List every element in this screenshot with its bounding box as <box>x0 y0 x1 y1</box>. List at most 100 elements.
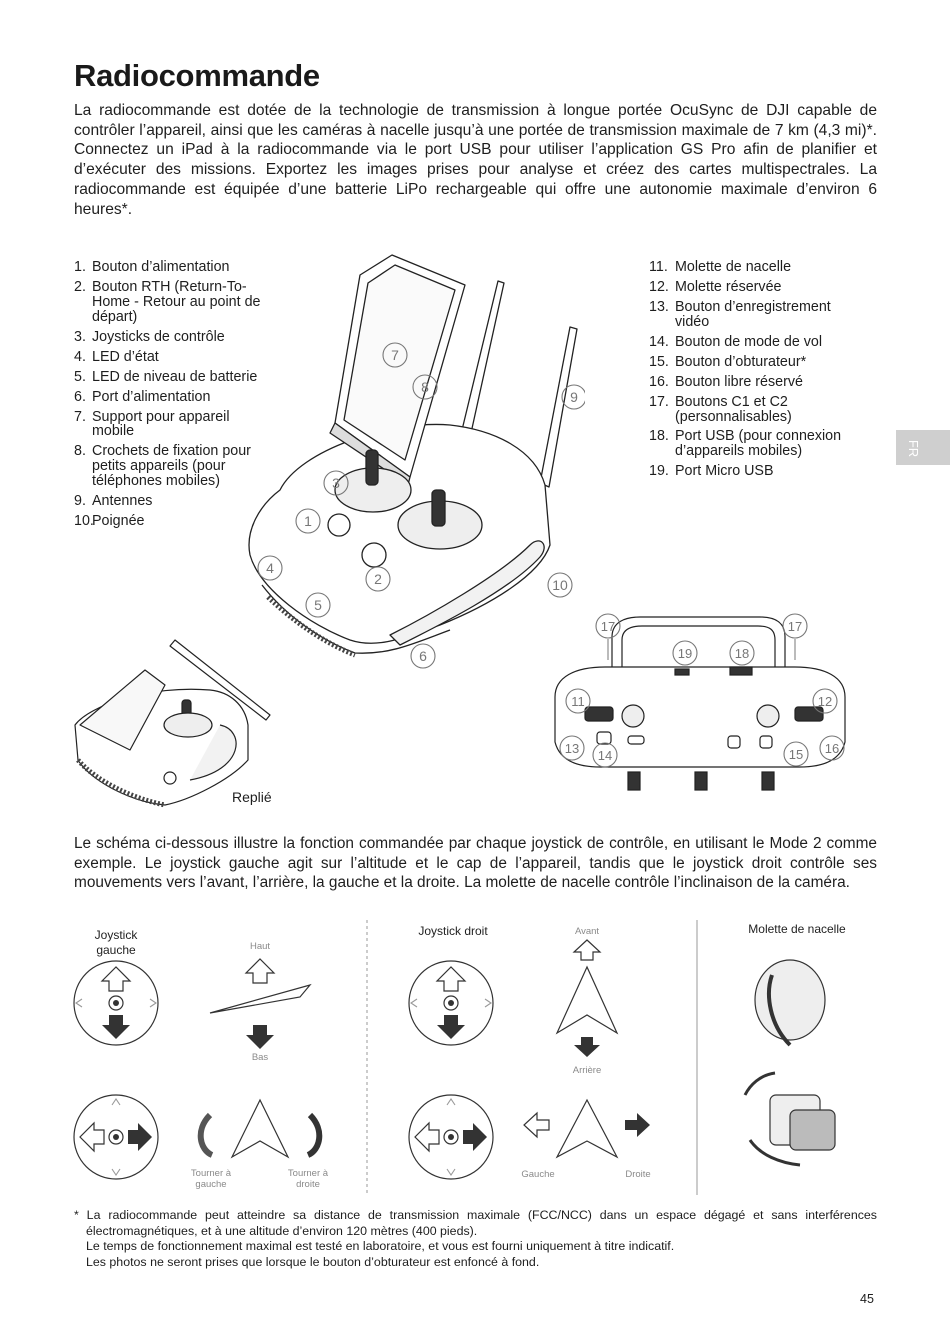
language-tab: FR <box>896 430 950 465</box>
parts-list-label: Port Micro USB <box>675 463 774 480</box>
callout-14: 14 <box>598 748 612 763</box>
callout-6: 6 <box>419 648 427 664</box>
parts-list-number: 12. <box>649 278 669 295</box>
parts-list-number: 9. <box>74 492 86 509</box>
parts-list-item: 10.Poignée <box>74 512 274 529</box>
callout-16: 16 <box>825 741 839 756</box>
parts-list-label: Poignée <box>92 512 145 529</box>
page-title: Radiocommande <box>74 58 320 93</box>
parts-list-item: 14. Bouton de mode de vol <box>649 333 863 350</box>
callout-15: 15 <box>789 747 803 762</box>
callout-17-right: 17 <box>788 619 802 634</box>
parts-list-item: 16. Bouton libre réservé <box>649 373 863 390</box>
parts-list-number: 19. <box>649 463 669 480</box>
label-turn-right: Tourner à droite <box>287 1168 329 1190</box>
page-number: 45 <box>860 1292 874 1306</box>
parts-list-item: 7. Support pour appareil mobile <box>74 408 274 440</box>
folded-caption: Replié <box>232 789 272 805</box>
parts-list-number: 16. <box>649 373 669 390</box>
callout-7: 7 <box>391 347 399 363</box>
parts-list-number: 5. <box>74 368 86 385</box>
callout-13: 13 <box>565 741 579 756</box>
parts-list-label: Port USB (pour connexion d’appareils mob… <box>675 428 842 460</box>
parts-list-label: Port d’alimentation <box>92 388 211 405</box>
footnote-1: * La radiocommande peut atteindre sa dis… <box>74 1208 877 1238</box>
parts-list-item: 1. Bouton d’alimentation <box>74 260 274 275</box>
controller-folded-illustration <box>74 639 271 808</box>
parts-list-number: 6. <box>74 388 86 405</box>
parts-list-item: 2.Bouton RTH (Return-To-Home - Retour au… <box>74 280 274 324</box>
parts-list-left: 1. Bouton d’alimentation 2.Bouton RTH (Ret… <box>74 260 274 534</box>
parts-list-label: Antennes <box>92 492 153 509</box>
parts-list-number: 1. <box>74 259 86 275</box>
callout-5: 5 <box>314 597 322 613</box>
parts-list-label: Bouton de mode de vol <box>675 333 823 350</box>
parts-list-item: 3. Joysticks de contrôle <box>74 328 274 345</box>
intro-paragraph: La radiocommande est dotée de la technol… <box>74 102 877 218</box>
parts-list-label: Support pour appareil mobile <box>92 408 230 440</box>
parts-list-item: 12. Molette réservée <box>649 280 863 295</box>
footnotes: * La radiocommande peut atteindre sa dis… <box>74 1208 877 1270</box>
parts-list-label: LED d’état <box>92 348 159 365</box>
callout-4: 4 <box>266 560 274 576</box>
parts-list-number: 17. <box>649 393 669 410</box>
parts-list-right: 11. Molette de nacelle 12. Molette réservée… <box>649 260 863 484</box>
controller-back-illustration: 11 12 13 14 15 16 17 17 18 19 <box>554 613 846 791</box>
callout-12: 12 <box>818 694 832 709</box>
parts-list-item: 19. Port Micro USB <box>649 464 863 479</box>
parts-list-item: 4. LED d’état <box>74 348 274 365</box>
label-turn-left: Tourner à gauche <box>190 1168 232 1190</box>
parts-list-number: 13. <box>649 298 669 315</box>
parts-list-number: 2. <box>74 278 86 295</box>
parts-list-item: 8. Crochets de fixation pour petits appar… <box>74 444 274 488</box>
label-down: Bas <box>251 1052 269 1063</box>
label-right: Droite <box>625 1169 651 1180</box>
parts-list-item: 11. Molette de nacelle <box>649 260 863 275</box>
label-up: Haut <box>249 941 271 952</box>
callout-1: 1 <box>304 513 312 529</box>
parts-list-item: 15. Bouton d’obturateur* <box>649 353 863 370</box>
callout-18: 18 <box>735 646 749 661</box>
callout-3: 3 <box>332 475 340 491</box>
parts-list-number: 3. <box>74 328 86 345</box>
parts-list-label: Bouton d’alimentation <box>92 259 230 275</box>
parts-list-label: Molette de nacelle <box>675 259 792 275</box>
parts-list-label: Crochets de fixation pour petits apparei… <box>92 443 251 489</box>
left-stick-title: Joystick gauche <box>94 928 138 957</box>
parts-list-item: 5. LED de niveau de batterie <box>74 368 274 385</box>
right-stick-title: Joystick droit <box>418 924 488 938</box>
parts-list-number: 8. <box>74 443 86 460</box>
label-left: Gauche <box>521 1169 555 1180</box>
stick-function-diagram <box>73 920 836 1195</box>
callout-2: 2 <box>374 571 382 587</box>
parts-list-label: Molette réservée <box>675 278 782 295</box>
parts-list-number: 4. <box>74 348 86 365</box>
parts-list-item: 9. Antennes <box>74 492 274 509</box>
parts-list-number: 7. <box>74 408 86 425</box>
callout-10: 10 <box>552 577 568 593</box>
controller-front-illustration: 1 2 3 4 5 6 7 8 9 10 <box>248 254 585 669</box>
parts-list-label: Joysticks de contrôle <box>92 328 225 345</box>
parts-list-label: Bouton d’enregistrement vidéo <box>675 298 831 330</box>
footnote-3: Les photos ne seront prises que lorsque … <box>86 1254 540 1269</box>
callout-11: 11 <box>571 694 585 709</box>
footnote-2: Le temps de fonctionnement maximal est t… <box>86 1239 675 1254</box>
parts-list-label: Bouton d’obturateur* <box>675 353 807 370</box>
label-backward: Arrière <box>572 1065 602 1076</box>
callout-8: 8 <box>421 379 429 395</box>
callout-19: 19 <box>678 646 692 661</box>
parts-list-number: 15. <box>649 353 669 370</box>
parts-list-item: 17. Boutons C1 et C2 (personnalisables) <box>649 393 863 425</box>
gimbal-dial-title: Molette de nacelle <box>748 922 846 936</box>
parts-list-label: Boutons C1 et C2 (personnalisables) <box>675 393 792 425</box>
callout-17-left: 17 <box>601 619 615 634</box>
parts-list-number: 14. <box>649 333 669 350</box>
parts-list-number: 10. <box>74 512 94 529</box>
parts-list-item: 6. Port d’alimentation <box>74 388 274 405</box>
label-forward: Avant <box>574 926 600 937</box>
parts-list-label: Bouton libre réservé <box>675 373 803 390</box>
callout-9: 9 <box>570 389 578 405</box>
parts-list-item: 13. Bouton d’enregistrement vidéo <box>649 300 863 330</box>
parts-list-number: 11. <box>649 259 668 275</box>
parts-list-label: LED de niveau de batterie <box>92 368 258 385</box>
